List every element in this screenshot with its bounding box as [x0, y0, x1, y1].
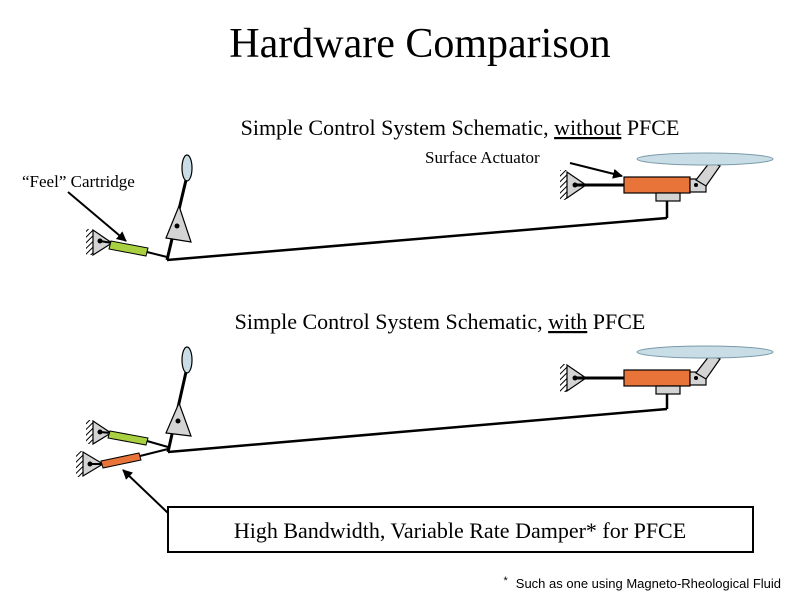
pfce-damper — [100, 452, 142, 469]
wall-mount-hatch — [86, 229, 93, 255]
stick-pivot-pin — [174, 223, 180, 229]
damper-link — [139, 448, 169, 457]
caption-with-pfce: Simple Control System Schematic, with PF… — [235, 309, 646, 334]
feel-link — [146, 251, 168, 258]
feel-link — [146, 440, 169, 448]
surface-actuator — [623, 176, 691, 194]
feel-cartridge — [107, 430, 149, 446]
footnote-text: Such as one using Magneto-Rheological Fl… — [516, 576, 781, 591]
feel-cartridge-label: “Feel” Cartridge — [22, 172, 135, 191]
control-surface — [636, 345, 774, 359]
damper-wall-hatch — [76, 451, 83, 477]
surface-actuator — [623, 369, 691, 387]
footnote-mark: * — [504, 575, 509, 587]
wall-mount-hatch — [86, 420, 93, 444]
damper-callout-text: High Bandwidth, Variable Rate Damper* fo… — [234, 518, 686, 543]
actuator-end-pin — [694, 376, 698, 380]
caption-without-pfce: Simple Control System Schematic, without… — [241, 115, 680, 140]
actuator-end-pin — [694, 183, 698, 187]
footnote: * Such as one using Magneto-Rheological … — [504, 571, 782, 591]
control-stick-grip — [181, 346, 193, 374]
surface-horn — [695, 161, 721, 187]
stick-pivot-pin — [175, 418, 181, 424]
feel-cartridge-rod — [99, 240, 113, 244]
surface-actuator-arrow — [569, 162, 623, 179]
control-linkage — [166, 216, 668, 262]
actuator-base — [655, 385, 681, 395]
schematic-without-pfce: Simple Control System Schematic, without… — [22, 115, 774, 262]
surface-horn — [695, 354, 721, 380]
schematic-with-pfce: Simple Control System Schematic, with PF… — [76, 309, 774, 478]
control-surface — [636, 152, 774, 166]
control-linkage — [167, 407, 668, 454]
actuator-base — [655, 192, 681, 202]
surface-actuator-label: Surface Actuator — [425, 148, 540, 167]
feel-cartridge — [108, 240, 149, 257]
page-title: Hardware Comparison — [229, 21, 610, 67]
feel-cartridge-arrow — [67, 191, 127, 242]
actuator-wall-hatch — [560, 364, 567, 392]
feel-cartridge-mount — [92, 228, 114, 257]
damper-callout-box — [167, 506, 754, 553]
control-stick-grip — [181, 154, 193, 182]
actuator-wall-hatch — [560, 170, 567, 200]
damper-callout-arrow — [122, 469, 169, 514]
